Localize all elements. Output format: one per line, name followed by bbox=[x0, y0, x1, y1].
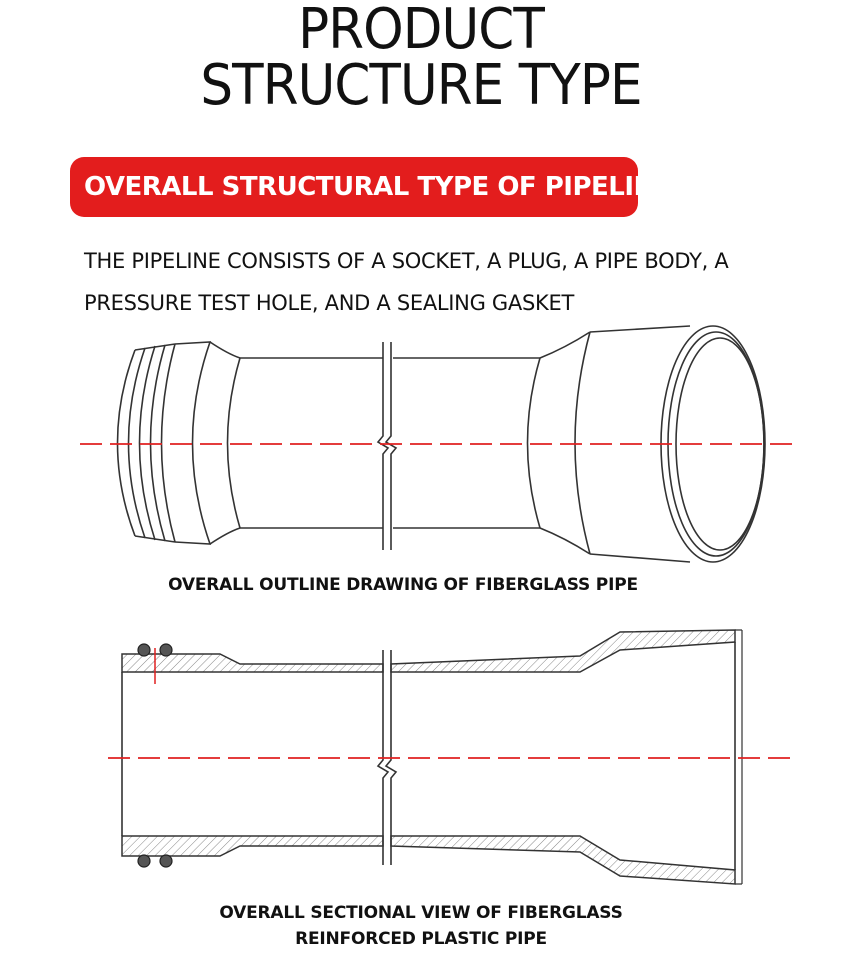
section-break-lines bbox=[376, 650, 398, 865]
description-text: THE PIPELINE CONSISTS OF A SOCKET, A PLU… bbox=[84, 249, 729, 315]
sealing-gaskets bbox=[137, 643, 173, 868]
section-caption-line-1: OVERALL SECTIONAL VIEW OF FIBERGLASS bbox=[219, 903, 623, 923]
pipe-section-drawing bbox=[108, 629, 790, 885]
title-line-2: STRUCTURE TYPE bbox=[200, 53, 642, 118]
page-title: PRODUCT STRUCTURE TYPE bbox=[34, 2, 809, 114]
section-caption: OVERALL SECTIONAL VIEW OF FIBERGLASS REI… bbox=[0, 900, 842, 952]
section-banner-label: OVERALL STRUCTURAL TYPE OF PIPELINE bbox=[84, 172, 673, 202]
pipe-outline-drawing bbox=[80, 325, 792, 563]
gasket-bottom-1 bbox=[137, 854, 151, 868]
gasket-bottom-2 bbox=[159, 854, 173, 868]
section-banner: OVERALL STRUCTURAL TYPE OF PIPELINE bbox=[70, 157, 673, 217]
gasket-top-1 bbox=[137, 643, 151, 657]
section-caption-line-2: REINFORCED PLASTIC PIPE bbox=[295, 929, 547, 949]
pipe-section-walls bbox=[121, 629, 743, 885]
title-line-1: PRODUCT bbox=[298, 0, 545, 62]
outline-caption: OVERALL OUTLINE DRAWING OF FIBERGLASS PI… bbox=[168, 575, 638, 595]
gasket-top-2 bbox=[159, 643, 173, 657]
